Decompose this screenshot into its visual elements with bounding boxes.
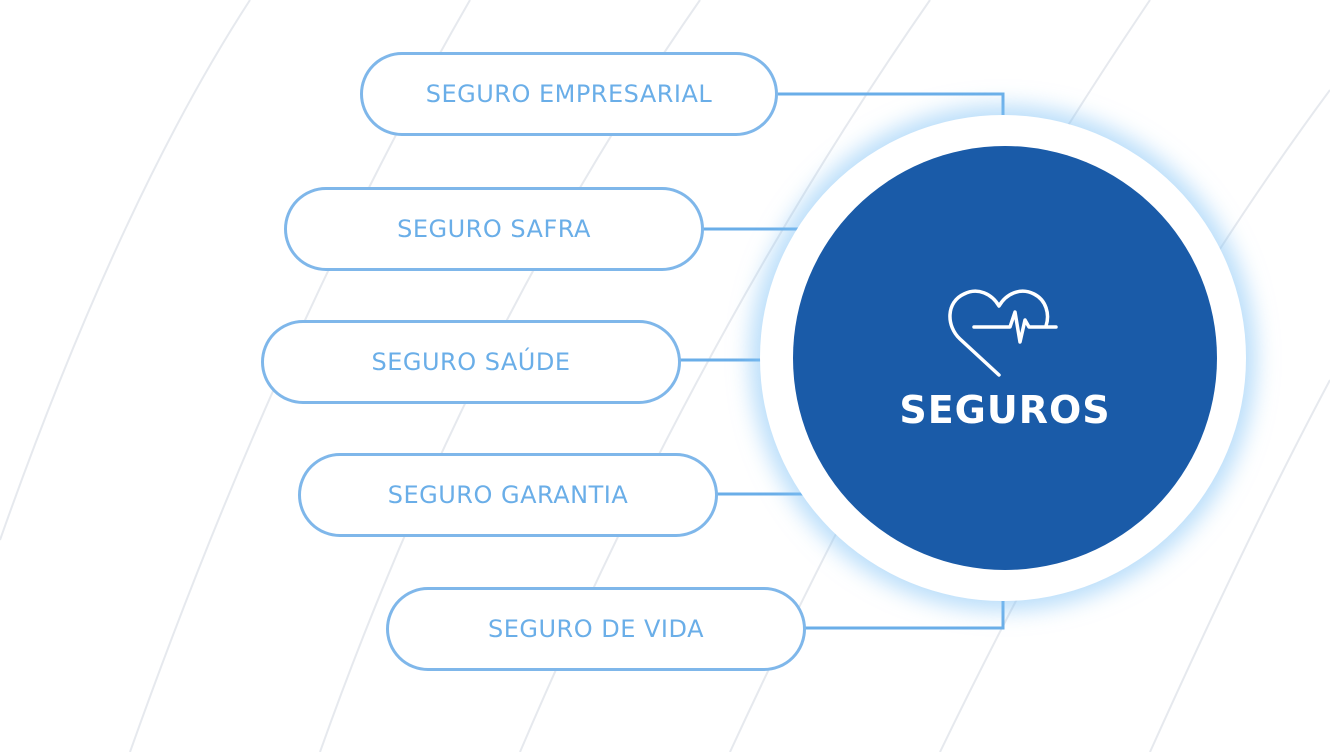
pill-seguro-saude[interactable]: SEGURO SAÚDE [261,320,681,404]
pill-seguro-safra[interactable]: SEGURO SAFRA [284,187,704,271]
hub-title: SEGUROS [899,388,1111,432]
pill-label: SEGURO DE VIDA [487,615,704,643]
pill-label: SEGURO EMPRESARIAL [425,80,713,108]
pill-label: SEGURO SAFRA [397,215,591,243]
pill-seguro-empresarial[interactable]: SEGURO EMPRESARIAL [360,52,778,136]
heart-pulse-icon [948,289,1058,377]
pill-label: SEGURO GARANTIA [387,481,629,509]
pill-seguro-garantia[interactable]: SEGURO GARANTIA [298,453,718,537]
hub-circle[interactable] [793,146,1217,570]
pill-label: SEGURO SAÚDE [371,348,571,376]
pill-seguro-de-vida[interactable]: SEGURO DE VIDA [386,587,806,671]
